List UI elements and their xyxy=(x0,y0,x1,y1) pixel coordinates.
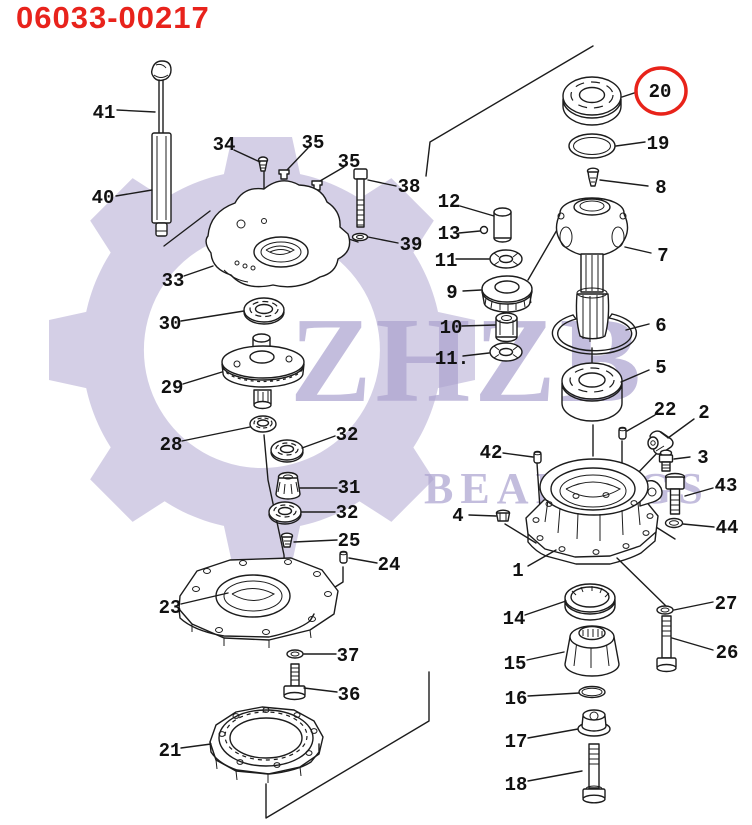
callout-20: 20 xyxy=(649,81,672,103)
part-32a-bearing xyxy=(270,439,304,463)
part-29-gear xyxy=(221,333,305,410)
part-16-o-ring xyxy=(578,685,606,699)
callout-30: 30 xyxy=(159,313,182,335)
callout-32a: 32 xyxy=(336,424,359,446)
callout-11a: 11 xyxy=(435,250,458,272)
construction-lines xyxy=(163,45,676,819)
part-34-plug xyxy=(257,156,269,172)
part-37-washer xyxy=(286,649,304,659)
part-40-cylinder xyxy=(151,132,172,237)
part-14-bearing-ring xyxy=(564,583,616,621)
part-28-bearing xyxy=(249,415,277,433)
part-20-bearing xyxy=(562,76,622,126)
callout-6: 6 xyxy=(655,315,666,337)
part-41-rod xyxy=(150,60,172,136)
part-26-bolt xyxy=(656,615,677,673)
part-35a-nut xyxy=(278,169,290,180)
part-17-cap xyxy=(577,709,611,737)
callout-18: 18 xyxy=(505,774,528,796)
callout-2: 2 xyxy=(698,402,709,424)
part-22-pin xyxy=(618,426,627,440)
callout-8: 8 xyxy=(655,177,666,199)
callout-42: 42 xyxy=(480,442,503,464)
callout-17: 17 xyxy=(505,731,528,753)
part-3-fitting xyxy=(658,449,674,472)
part-25-plug xyxy=(280,532,294,548)
callout-31: 31 xyxy=(338,477,361,499)
part-13-ball xyxy=(479,225,489,235)
callout-36: 36 xyxy=(338,684,361,706)
part-1-swing-housing xyxy=(525,458,663,565)
callout-5: 5 xyxy=(655,357,666,379)
callout-1: 1 xyxy=(512,560,523,582)
callout-23: 23 xyxy=(159,597,182,619)
callout-34: 34 xyxy=(213,134,236,156)
callout-16: 16 xyxy=(505,688,528,710)
callout-9: 9 xyxy=(446,282,457,304)
part-11b-washer xyxy=(489,342,523,362)
callout-14: 14 xyxy=(503,608,526,630)
callout-44: 44 xyxy=(716,517,739,539)
part-18-bolt xyxy=(582,743,606,804)
part-4-nut xyxy=(495,509,511,522)
callout-26: 26 xyxy=(716,642,739,664)
callout-37: 37 xyxy=(337,645,360,667)
callout-25: 25 xyxy=(338,530,361,552)
part-44-washer xyxy=(664,517,684,529)
callout-7: 7 xyxy=(657,245,668,267)
part-33-housing-cover xyxy=(205,180,351,288)
part-31-pinion xyxy=(275,471,301,500)
callout-12: 12 xyxy=(438,191,461,213)
callout-29: 29 xyxy=(161,377,184,399)
callout-21: 21 xyxy=(159,740,182,762)
callout-40: 40 xyxy=(92,187,115,209)
part-27-washer xyxy=(656,605,674,615)
part-10-sleeve xyxy=(495,312,518,343)
callout-33: 33 xyxy=(162,270,185,292)
part-43-bolt xyxy=(664,472,686,515)
highlight-circle-part-20 xyxy=(634,66,688,116)
callout-3: 3 xyxy=(697,447,708,469)
part-23-housing-case xyxy=(178,557,339,648)
part-32b-bearing xyxy=(268,501,302,525)
callout-41: 41 xyxy=(93,102,116,124)
callout-38: 38 xyxy=(398,176,421,198)
part-12-pin xyxy=(493,207,512,243)
callout-32b: 32 xyxy=(336,502,359,524)
callout-28: 28 xyxy=(160,434,183,456)
callout-10: 10 xyxy=(440,317,463,339)
leader-lines xyxy=(115,91,715,782)
part-38-bolt xyxy=(353,168,368,228)
part-11a-washer xyxy=(489,249,523,269)
part-19-ring xyxy=(568,133,616,159)
callout-35a: 35 xyxy=(302,132,325,154)
callout-4: 4 xyxy=(452,505,463,527)
callout-labels: 41 40 34 35 35 38 39 33 30 29 28 32 31 3… xyxy=(92,81,739,796)
callout-43: 43 xyxy=(715,475,738,497)
callout-15: 15 xyxy=(504,653,527,675)
part-36-bolt xyxy=(283,663,306,701)
page-title: 06033-00217 xyxy=(16,0,210,35)
callout-22: 22 xyxy=(654,399,677,421)
callout-35b: 35 xyxy=(338,151,361,173)
part-7-carrier xyxy=(555,197,629,342)
callout-13: 13 xyxy=(438,223,461,245)
part-30-bearing xyxy=(243,297,285,325)
callout-24: 24 xyxy=(378,554,401,576)
part-8-plug xyxy=(586,167,600,187)
part-6-snap-ring xyxy=(551,313,638,355)
callout-39: 39 xyxy=(400,234,423,256)
part-42-pin xyxy=(533,450,542,464)
callout-19: 19 xyxy=(647,133,670,155)
callout-11b: 11. xyxy=(435,348,469,370)
part-24-pin xyxy=(339,550,348,564)
part-9-bearing xyxy=(481,275,533,313)
callout-27: 27 xyxy=(715,593,738,615)
part-21-ring-gear xyxy=(209,706,324,783)
part-15-coupling xyxy=(564,625,620,677)
part-2-elbow-fitting xyxy=(647,430,674,455)
part-39-washer xyxy=(351,232,369,242)
